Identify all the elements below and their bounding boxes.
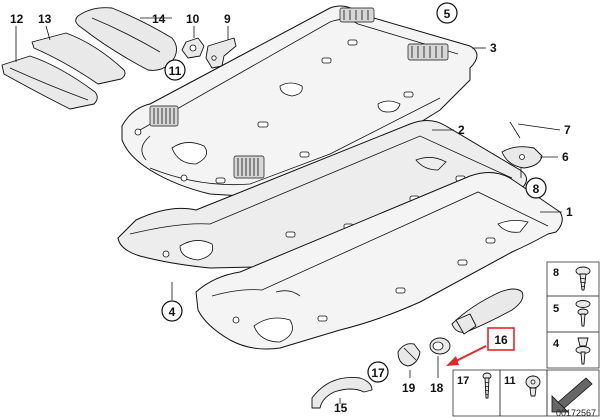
legend-17: 17 [457, 375, 469, 387]
headliner-top-grille-center [233, 155, 265, 179]
screw-4-icon [575, 337, 591, 365]
part-19-clip [397, 343, 421, 367]
label-14: 14 [152, 12, 166, 26]
direction-arrow-icon [551, 377, 593, 413]
headliner-top-grille-left [149, 105, 179, 127]
label-1: 1 [566, 205, 573, 219]
headliner-top-grille-rear [339, 7, 375, 23]
label-6: 6 [562, 150, 569, 164]
screw-17-icon [482, 372, 492, 399]
label-19: 19 [402, 381, 416, 395]
callout-4: 4 [161, 300, 183, 322]
callout-17: 17 [367, 361, 389, 383]
clip-11-icon [525, 375, 541, 397]
part-1-headliner-bottom [195, 172, 563, 350]
callout-11: 11 [164, 59, 186, 81]
part-12-pad [1, 55, 98, 110]
part-15-grab-handle [311, 376, 373, 409]
label-13: 13 [38, 12, 52, 26]
part-10-clip [181, 37, 205, 59]
screw-5-icon [575, 300, 591, 327]
label-12: 12 [10, 12, 24, 26]
label-15: 15 [334, 401, 348, 415]
label-9: 9 [224, 12, 231, 26]
label-2: 2 [458, 123, 465, 137]
document-number: 00172567 [556, 408, 596, 418]
part-3-headliner-top [121, 5, 478, 197]
part-7-wire [509, 121, 561, 139]
part-6-cover [501, 146, 543, 169]
label-3: 3 [490, 41, 497, 55]
part-16-handle [451, 288, 524, 335]
svg-text:4: 4 [169, 305, 176, 319]
part-18-bushing [429, 337, 451, 355]
legend-4: 4 [553, 338, 560, 350]
svg-text:11: 11 [169, 64, 182, 78]
legend-11: 11 [504, 375, 516, 387]
screw-8-icon [575, 266, 591, 291]
svg-text:8: 8 [533, 182, 540, 196]
legend-bottom-row: 17 11 [452, 369, 600, 417]
headliner-top-grille-right [407, 43, 449, 61]
svg-text:17: 17 [371, 366, 385, 380]
callout-8: 8 [525, 177, 547, 199]
part-9-bracket [205, 37, 237, 69]
legend-5: 5 [553, 303, 559, 315]
label-7: 7 [564, 123, 571, 137]
label-18: 18 [430, 381, 444, 395]
part-13-pad [31, 32, 126, 85]
label-16: 16 [494, 333, 508, 347]
legend-8: 8 [553, 267, 559, 279]
red-arrow [446, 345, 487, 366]
label-10: 10 [186, 12, 200, 26]
legend-column: 8 5 4 [546, 261, 600, 369]
svg-text:5: 5 [444, 7, 451, 21]
highlight-part-16[interactable]: 16 [487, 327, 515, 351]
callout-5: 5 [436, 2, 458, 24]
